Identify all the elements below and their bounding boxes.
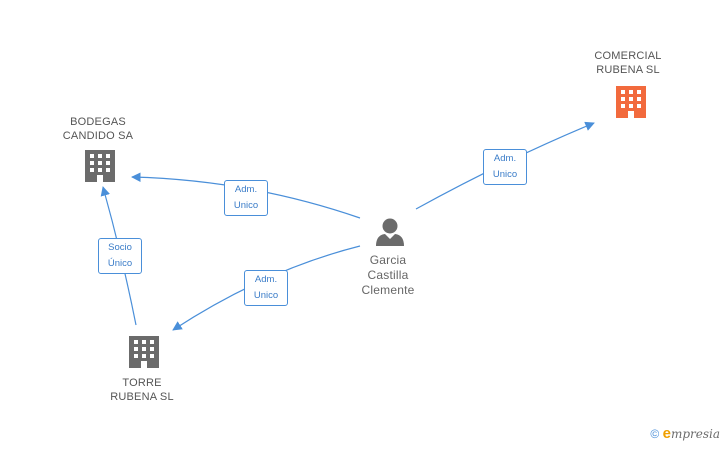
node-label-line: CANDIDO SA [62, 130, 134, 142]
edge-label-torre-to-bodegas[interactable]: Socio Único [98, 238, 142, 274]
node-label-line: Clemente [361, 283, 415, 297]
node-label-line: COMERCIAL [594, 50, 662, 62]
node-label-torre-rubena[interactable]: TORRE RUBENA SL [92, 376, 192, 404]
node-label-comercial-rubena[interactable]: COMERCIAL RUBENA SL [578, 49, 678, 77]
edge-label-line: Unico [253, 290, 279, 301]
node-label-line: RUBENA SL [110, 391, 174, 403]
building-icon[interactable] [616, 86, 646, 118]
footer-brand[interactable]: © empresia [650, 425, 720, 442]
edge-label-person-to-bodegas[interactable]: Adm. Unico [224, 180, 268, 216]
building-icon[interactable] [85, 150, 115, 182]
node-label-line: RUBENA SL [596, 64, 660, 76]
brand-name: mpresia [670, 427, 720, 441]
node-label-bodegas-candido[interactable]: BODEGAS CANDIDO SA [48, 115, 148, 143]
brand-logo-initial: e [662, 425, 671, 442]
edge-label-line: Unico [233, 200, 259, 211]
edge-label-person-to-torre[interactable]: Adm. Unico [244, 270, 288, 306]
person-icon[interactable] [376, 218, 404, 247]
edge-label-line: Adm. [254, 274, 278, 285]
edge-label-line: Único [107, 258, 133, 269]
edge-label-line: Socio [108, 242, 132, 253]
node-label-line: Castilla [367, 268, 409, 282]
building-icon[interactable] [129, 336, 159, 368]
edge-label-person-to-comercial[interactable]: Adm. Unico [483, 149, 527, 185]
node-label-line: TORRE [122, 377, 162, 389]
copyright-symbol: © [650, 427, 660, 441]
node-label-line: Garcia [369, 253, 407, 267]
node-label-line: BODEGAS [70, 116, 126, 128]
edge-label-line: Adm. [493, 153, 517, 164]
edge-label-line: Unico [492, 169, 518, 180]
node-label-person[interactable]: Garcia Castilla Clemente [338, 253, 438, 298]
edge-label-line: Adm. [234, 184, 258, 195]
